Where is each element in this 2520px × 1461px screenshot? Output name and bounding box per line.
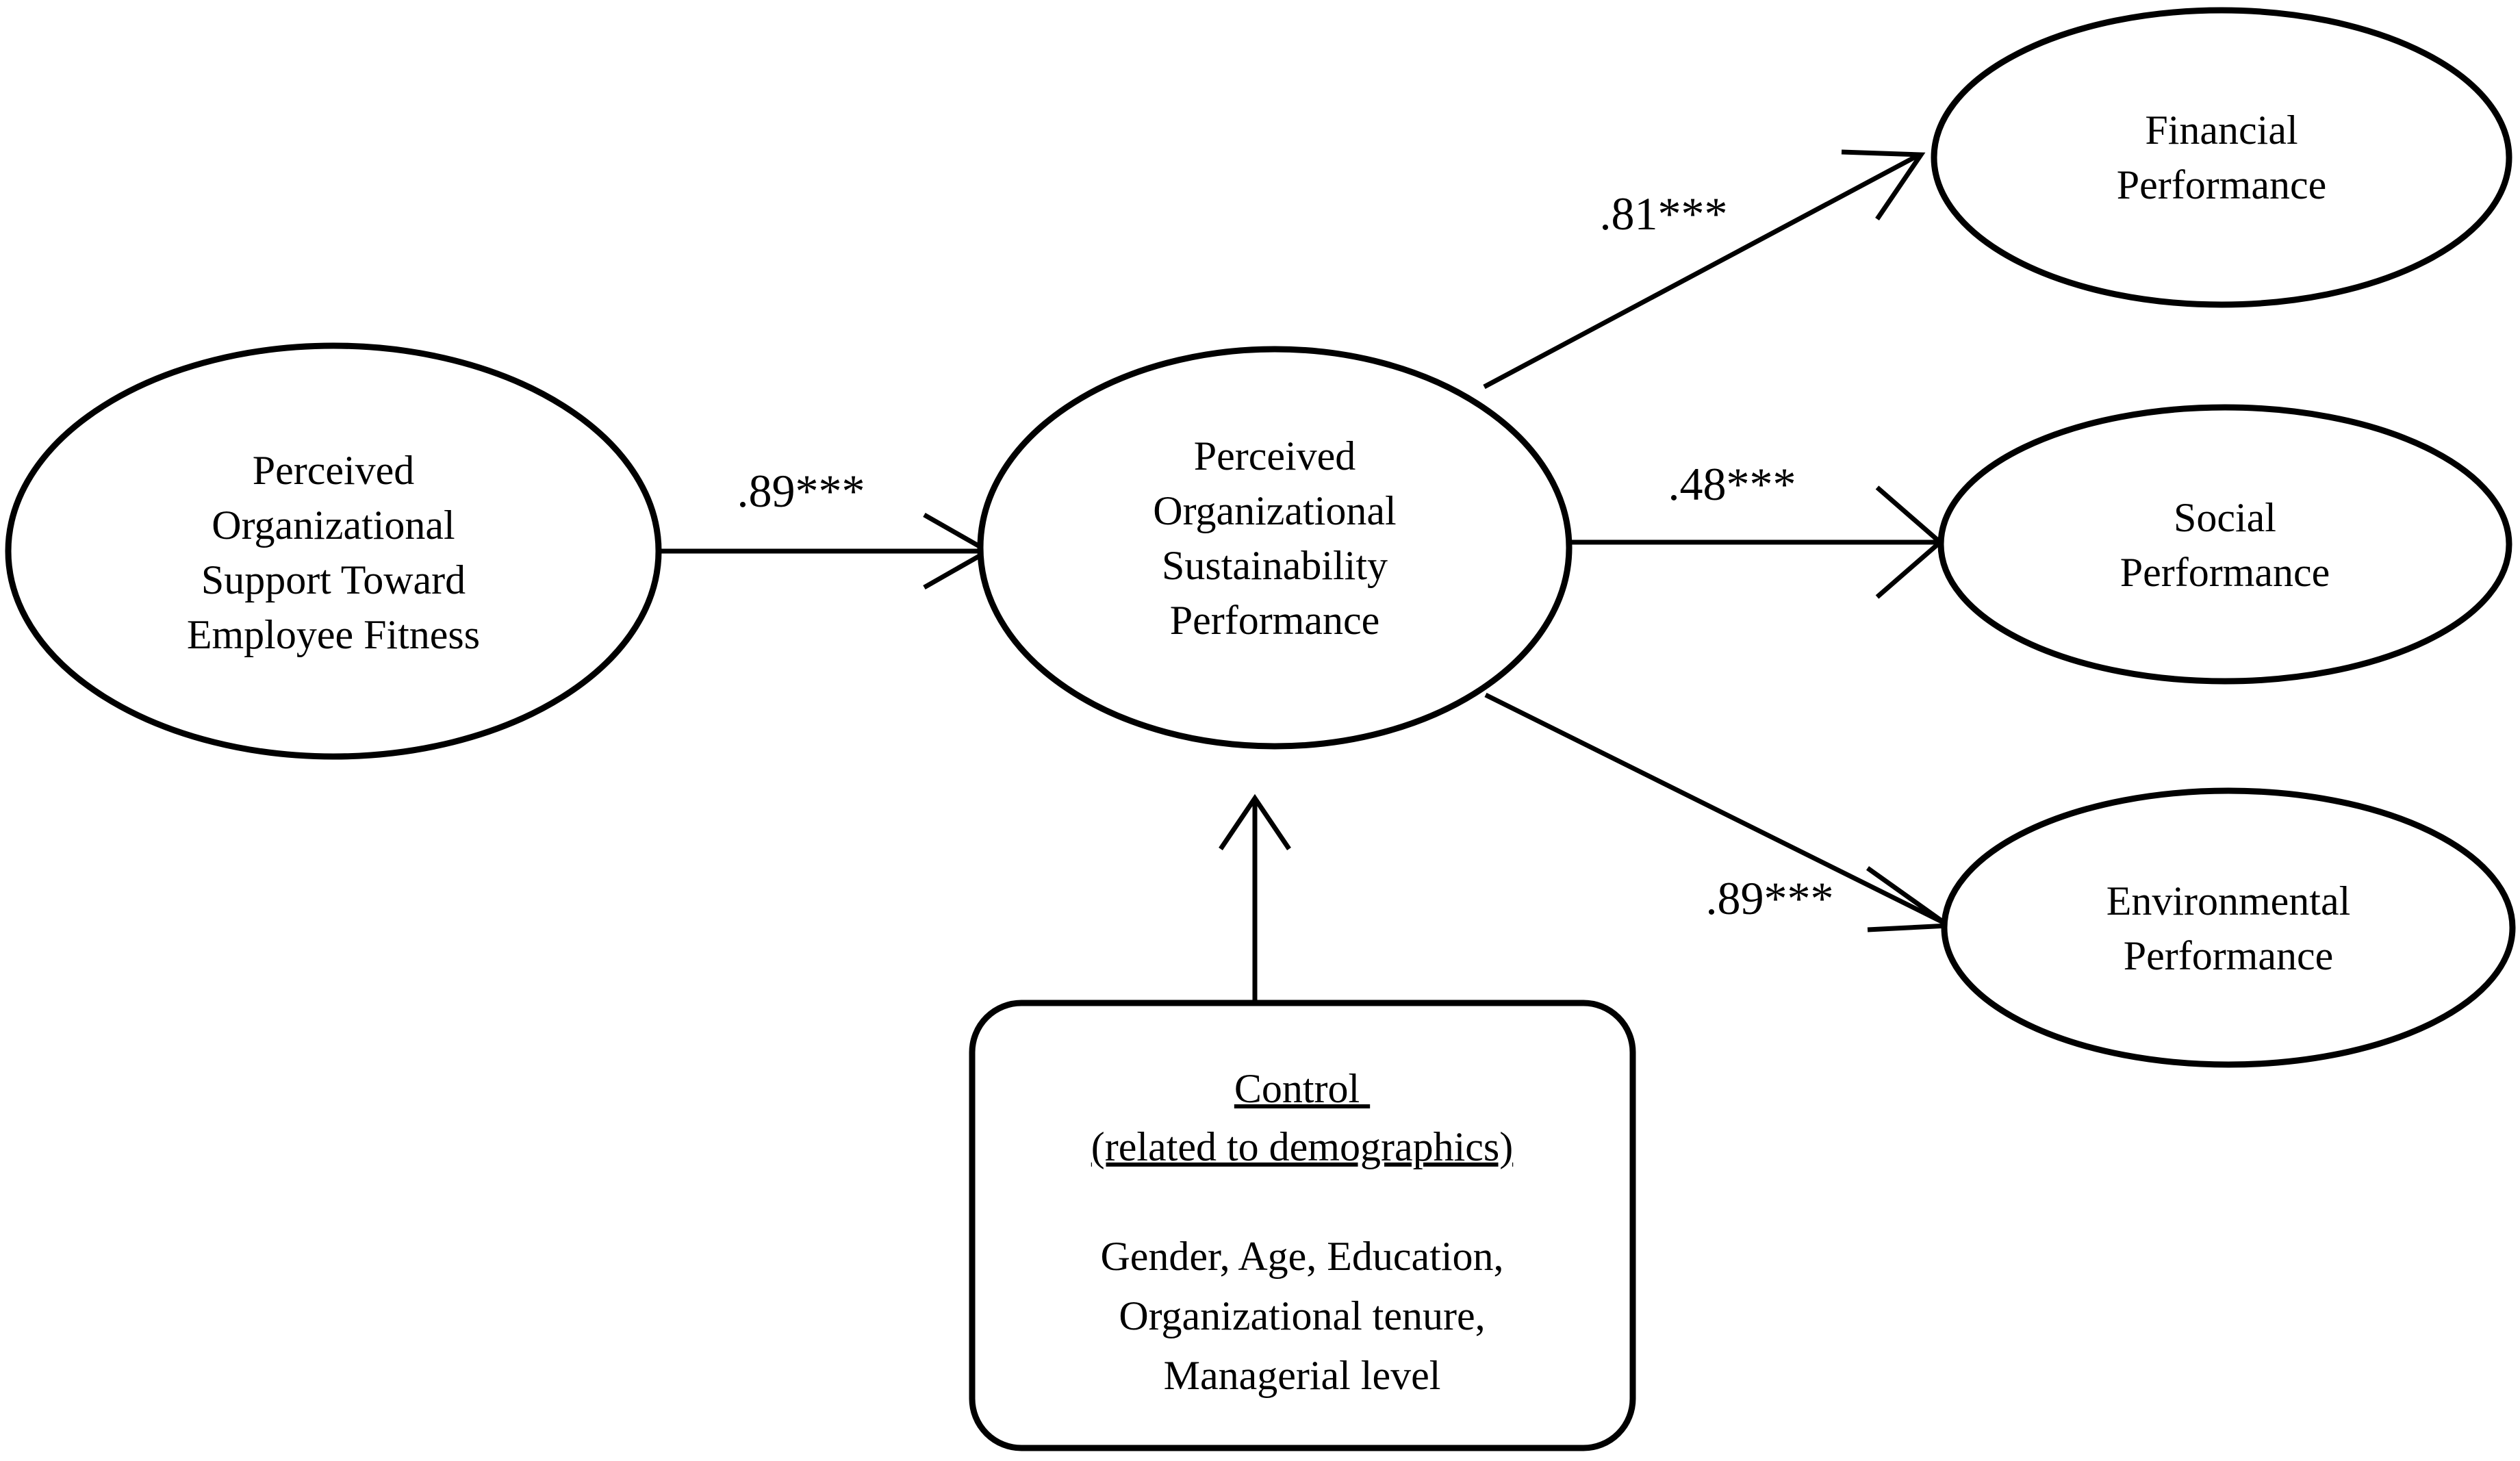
- edge-posef-to-posp: [648, 508, 993, 597]
- coefficient-label-posp-to-financial: .81***: [1600, 188, 1728, 240]
- edge-posp-to-environmental-line: [1484, 692, 1946, 926]
- edge-control-to-posp-arrowhead: [1219, 793, 1291, 850]
- coefficient-label-posef-to-posp: .89***: [737, 465, 865, 517]
- node-financial-performance[interactable]: Financial Performance: [1931, 7, 2512, 308]
- node-posp-line-2: Organizational: [1153, 488, 1396, 533]
- control-box[interactable]: Control (related to demographics) Gender…: [969, 1000, 1636, 1451]
- node-social-performance-line-2: Performance: [2120, 550, 2330, 595]
- edge-posp-to-financial-line: [1483, 153, 1918, 390]
- node-financial-performance-line-1: Financial: [2145, 107, 2298, 153]
- node-pos-employee-fitness-line-3: Support Toward: [201, 557, 466, 602]
- control-box-title-line-2: (related to demographics): [1091, 1124, 1513, 1169]
- node-social-performance[interactable]: Social Performance: [1937, 404, 2512, 685]
- node-posp-line-3: Sustainability: [1162, 543, 1388, 588]
- node-perceived-org-sustainability-performance-ellipse[interactable]: [977, 346, 1573, 750]
- node-pos-employee-fitness-ellipse[interactable]: [5, 342, 662, 760]
- node-pos-employee-fitness[interactable]: Perceived Organizational Support Toward …: [5, 342, 662, 760]
- node-pos-employee-fitness-line-1: Perceived: [253, 448, 415, 493]
- edge-control-to-posp: [1219, 793, 1291, 1001]
- node-environmental-performance-line-1: Environmental: [2107, 878, 2351, 924]
- node-pos-employee-fitness-line-4: Employee Fitness: [187, 612, 480, 657]
- control-box-title-line-1: Control: [1234, 1066, 1370, 1111]
- node-social-performance-line-1: Social: [2174, 495, 2276, 540]
- node-social-performance-ellipse[interactable]: [1937, 404, 2512, 685]
- control-box-rect[interactable]: [969, 1000, 1636, 1451]
- node-financial-performance-ellipse[interactable]: [1931, 7, 2512, 308]
- node-pos-employee-fitness-line-2: Organizational: [212, 503, 455, 548]
- control-box-item-2: Organizational tenure,: [1119, 1293, 1485, 1338]
- node-financial-performance-line-2: Performance: [2117, 162, 2327, 207]
- coefficient-label-posp-to-social: .48***: [1668, 458, 1796, 510]
- coefficient-label-posp-to-environmental: .89***: [1706, 872, 1834, 924]
- edge-posp-to-financial: [1483, 149, 1926, 390]
- control-box-item-1: Gender, Age, Education,: [1100, 1234, 1503, 1279]
- node-posp-line-4: Performance: [1170, 598, 1380, 643]
- edge-posp-to-financial-arrowhead: [1841, 149, 1926, 220]
- node-environmental-performance[interactable]: Environmental Performance: [1941, 787, 2516, 1068]
- node-environmental-performance-ellipse[interactable]: [1941, 787, 2516, 1068]
- control-box-item-3: Managerial level: [1164, 1353, 1441, 1398]
- node-environmental-performance-line-2: Performance: [2124, 933, 2334, 978]
- node-perceived-org-sustainability-performance[interactable]: Perceived Organizational Sustainability …: [977, 346, 1573, 750]
- node-posp-line-1: Perceived: [1194, 433, 1356, 479]
